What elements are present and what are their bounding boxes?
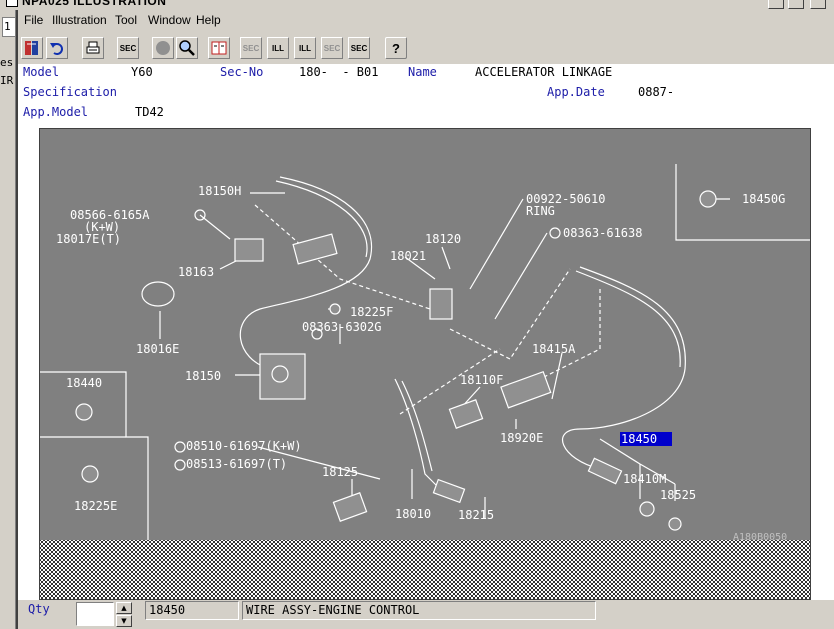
model-value: Y60 [131,65,153,79]
minimize-button[interactable] [768,0,784,9]
part-label[interactable]: 18215 [458,508,494,522]
next-section-disabled-button[interactable]: SEC [321,37,343,59]
part-label[interactable]: 18110F [460,373,503,387]
parts-book-icon [25,41,38,55]
part-label[interactable]: 18125 [322,465,358,479]
illustration-window: File Illustration Tool Window Help SEC S… [16,10,834,629]
circle-button[interactable] [152,37,174,59]
next-section-button[interactable]: SEC [348,37,370,59]
part-label[interactable]: 08513-61697(T) [186,457,287,471]
diagram-lines [40,164,810,542]
app-icon [6,0,18,7]
printer-icon [86,41,100,54]
model-label: Model [23,65,60,79]
next-ill-icon: ILL [299,43,311,53]
status-bar: Qty ▲ ▼ 18450 WIRE ASSY-ENGINE CONTROL [18,600,834,629]
menu-tool[interactable]: Tool [115,13,138,27]
info-panel: Model Y60 Sec-No 180- - B01 Name ACCELER… [18,64,834,130]
specification-label: Specification [23,85,117,99]
qty-input[interactable] [76,602,114,626]
undo-button[interactable] [46,37,68,59]
sec-doc-icon: SEC [119,43,137,53]
part-label[interactable]: 18150H [198,184,241,198]
secno-value: 180- - B01 [299,65,379,79]
part-label[interactable]: 08566-6165A [70,208,150,222]
part-label: (K+W) [84,220,120,234]
parts-book-button[interactable] [21,37,43,59]
part-label[interactable]: 18415A [532,342,576,356]
toolbar: SEC SEC ILL ILL SEC SEC ? [18,30,834,64]
diagram-parts [75,190,717,531]
hatch-area [40,540,810,599]
part-label[interactable]: 18225F [350,305,393,319]
menu-illustration[interactable]: Illustration [52,13,107,27]
next-illustration-button[interactable]: ILL [294,37,316,59]
part-label[interactable]: 18440 [66,376,102,390]
part-label[interactable]: 08510-61697(K+W) [186,439,302,453]
part-label: RING [526,204,555,218]
part-label[interactable]: 08363-6302G [302,320,381,334]
menu-help[interactable]: Help [196,13,221,27]
part-label[interactable]: 18450G [742,192,785,206]
book-open-icon [211,41,227,55]
print-button[interactable] [82,37,104,59]
part-label[interactable]: 18016E [136,342,179,356]
window-title: NPA025 ILLUSTRATION [22,0,167,8]
circle-icon [156,41,170,55]
illustration-canvas[interactable]: 18150H 08566-6165A (K+W) 18017E(T) 18163… [39,128,811,600]
book-button[interactable] [208,37,230,59]
part-label[interactable]: 18920E [500,431,543,445]
part-label[interactable]: 18163 [178,265,214,279]
undo-arrow-icon [50,43,63,55]
next-sec-disabled-icon: SEC [323,43,341,53]
diagram-labels: 18150H 08566-6165A (K+W) 18017E(T) 18163… [56,184,787,543]
qty-spin-up[interactable]: ▲ [116,602,132,614]
appmodel-value: TD42 [135,105,164,119]
selected-part-label[interactable]: 18450 [620,432,672,446]
prev-sec-icon: SEC [242,43,260,53]
title-bar: NPA025 ILLUSTRATION [0,0,834,10]
close-button[interactable] [810,0,826,9]
part-description-field: WIRE ASSY-ENGINE CONTROL [242,601,596,620]
part-label[interactable]: 08363-61638 [563,226,642,240]
search-button[interactable] [176,37,198,59]
parts-diagram: 18150H 08566-6165A (K+W) 18017E(T) 18163… [40,164,810,543]
part-label[interactable]: 18525 [660,488,696,502]
part-label[interactable]: 18150 [185,369,221,383]
menu-bar: File Illustration Tool Window Help [18,10,834,30]
part-number-field: 18450 [145,601,239,620]
section-button[interactable]: SEC [117,37,139,59]
prev-illustration-button[interactable]: ILL [267,37,289,59]
qty-spin-down[interactable]: ▼ [116,615,132,627]
part-label[interactable]: 18120 [425,232,461,246]
appmodel-label: App.Model [23,105,89,119]
menu-file[interactable]: File [24,13,44,27]
appdate-value: 0887- [638,85,675,99]
strip-text: IR [0,74,14,87]
background-window-strip: 1 es IR [0,10,16,629]
menu-window[interactable]: Window [148,13,191,27]
secno-label: Sec-No [220,65,264,79]
name-label: Name [408,65,437,79]
part-label[interactable]: 18017E(T) [56,232,121,246]
qty-label: Qty [28,602,50,616]
illustration-code: A180B0050 [733,532,787,543]
maximize-button[interactable] [788,0,804,9]
part-label[interactable]: 00922-50610 [526,192,605,206]
name-value: ACCELERATOR LINKAGE [475,65,613,79]
part-label[interactable]: 18410M [623,472,666,486]
background-input[interactable]: 1 [2,17,15,37]
strip-text: es [0,56,14,69]
part-label[interactable]: 18225E [74,499,117,513]
help-question-icon: ? [392,40,400,56]
next-sec-icon: SEC [350,43,368,53]
appdate-label: App.Date [547,85,605,99]
help-button[interactable]: ? [385,37,407,59]
prev-section-button[interactable]: SEC [240,37,262,59]
prev-ill-icon: ILL [272,43,284,53]
magnifier-icon [179,40,195,56]
part-label[interactable]: 18021 [390,249,426,263]
part-label[interactable]: 18010 [395,507,431,521]
